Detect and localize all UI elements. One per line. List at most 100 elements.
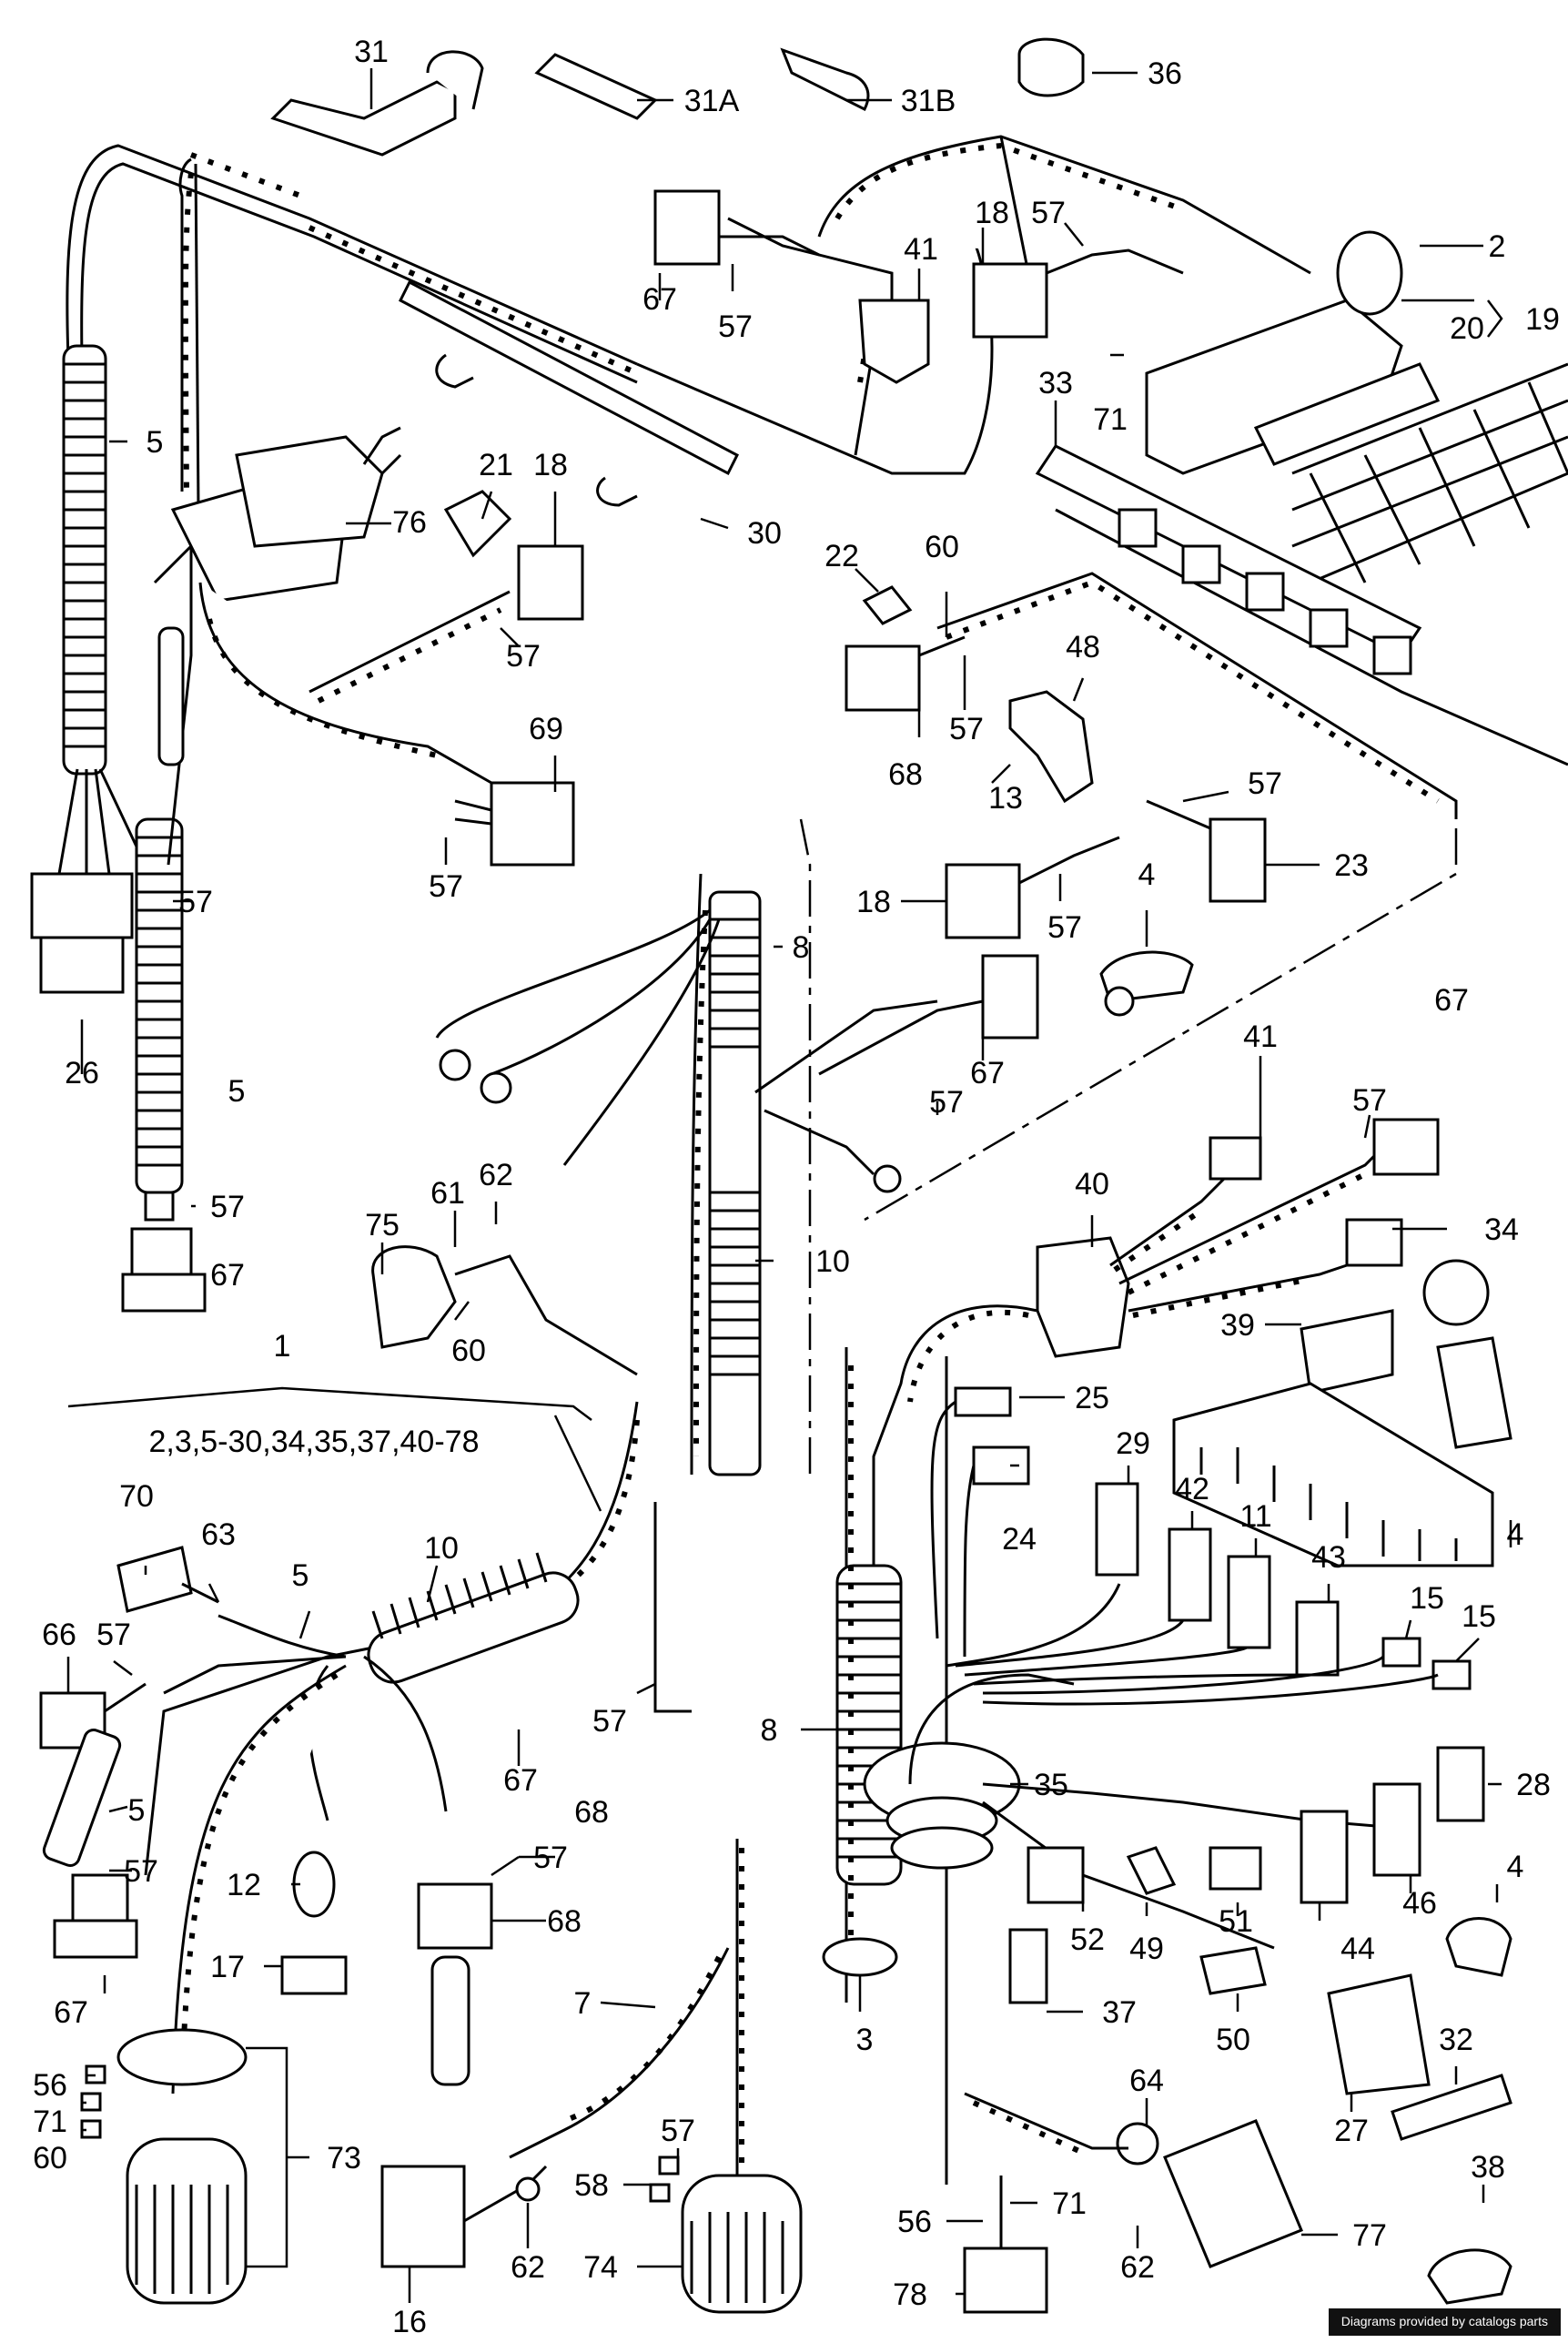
callout-43: 43 — [1311, 1540, 1346, 1575]
callout-19: 19 — [1525, 302, 1560, 337]
callout-70: 70 — [119, 1479, 154, 1514]
callout-73: 73 — [327, 2141, 361, 2176]
callout-42: 42 — [1175, 1472, 1209, 1506]
callout-60-left: 60 — [33, 2141, 67, 2176]
callout-21: 21 — [479, 448, 513, 482]
callout-57-mid3: 57 — [210, 1190, 245, 1224]
callout-4-top: 4 — [1138, 857, 1156, 892]
callout-18-top: 18 — [975, 196, 1009, 230]
callout-22: 22 — [824, 539, 859, 573]
callout-57-74: 57 — [661, 2114, 695, 2148]
callout-10-top: 10 — [815, 1244, 850, 1279]
callout-36: 36 — [1148, 56, 1182, 91]
callout-18-left: 18 — [533, 448, 568, 482]
corrugation-5a — [64, 362, 106, 748]
callout-57-left: 57 — [506, 639, 541, 674]
callout-5-low2: 5 — [128, 1793, 146, 1828]
callout-49: 49 — [1129, 1932, 1164, 1966]
callout-67-lower: 67 — [503, 1763, 538, 1798]
callout-57-26: 57 — [178, 885, 213, 919]
callout-57-mid: 57 — [949, 712, 984, 746]
callout-31: 31 — [354, 35, 389, 69]
callout-57-top2: 57 — [718, 309, 753, 344]
callout-2: 2 — [1489, 229, 1506, 264]
callout-23: 23 — [1334, 848, 1369, 883]
callout-13: 13 — [988, 781, 1023, 816]
center-harness — [371, 818, 1458, 1476]
credit-text: Diagrams provided by catalogs parts — [1340, 2314, 1548, 2328]
callout-30: 30 — [747, 516, 782, 551]
callout-11: 11 — [1239, 1499, 1271, 1534]
callout-41-top: 41 — [904, 232, 938, 267]
credit-badge: Diagrams provided by catalogs parts — [1328, 2308, 1561, 2336]
callout-56-right: 56 — [897, 2205, 932, 2239]
right-middle-harness — [872, 1118, 1512, 1706]
relays-row — [1095, 1482, 1472, 1690]
callout-76: 76 — [392, 505, 427, 540]
callout-18-mid: 18 — [856, 885, 891, 919]
callout-57-41: 57 — [1352, 1083, 1387, 1118]
callout-8-top: 8 — [793, 930, 810, 965]
callout-35: 35 — [1034, 1768, 1068, 1802]
callout-46: 46 — [1402, 1886, 1437, 1921]
callout-60-mid: 60 — [451, 1334, 486, 1368]
group-label: 1 2,3,5-30,34,35,37,40-78 — [67, 1329, 602, 1512]
callout-24: 24 — [1002, 1522, 1037, 1557]
callout-57-67l: 57 — [124, 1854, 158, 1889]
callout-48: 48 — [1066, 630, 1100, 664]
callout-68-low2: 68 — [547, 1904, 582, 1939]
callout-41-mid: 41 — [1243, 1019, 1278, 1054]
callout-57-left2: 57 — [929, 1085, 964, 1120]
callout-5-lower: 5 — [292, 1558, 309, 1593]
callout-60-top: 60 — [925, 530, 959, 564]
callout-3: 3 — [856, 2023, 874, 2057]
callout-57-top: 57 — [1031, 196, 1066, 230]
callout-31A: 31A — [684, 84, 740, 118]
callout-15b: 15 — [1462, 1599, 1496, 1634]
callout-10-lower: 10 — [424, 1531, 459, 1566]
callout-57-69: 57 — [429, 869, 463, 904]
corrugation-10b — [371, 1552, 548, 1639]
callout-64: 64 — [1129, 2064, 1164, 2098]
callout-4-lower: 4 — [1507, 1850, 1524, 1884]
callout-63: 63 — [201, 1517, 236, 1552]
callout-4-mid: 4 — [1507, 1517, 1524, 1552]
callout-77: 77 — [1352, 2218, 1387, 2253]
upper-left-harness — [30, 37, 1085, 1313]
callout-17: 17 — [210, 1950, 245, 1984]
callout-69: 69 — [529, 712, 563, 746]
callout-29: 29 — [1116, 1426, 1150, 1461]
callout-38: 38 — [1471, 2150, 1505, 2185]
callout-74: 74 — [583, 2250, 618, 2285]
callout-67-mid: 67 — [970, 1056, 1005, 1090]
group-range: 2,3,5-30,34,35,37,40-78 — [149, 1425, 480, 1459]
callout-40: 40 — [1075, 1167, 1109, 1202]
lower-left-harness — [39, 1401, 803, 2314]
callout-57-18mid: 57 — [1047, 910, 1082, 945]
callout-25: 25 — [1075, 1381, 1109, 1415]
callout-8-lower: 8 — [761, 1713, 778, 1748]
callout-32: 32 — [1439, 2023, 1473, 2057]
callout-71-top: 71 — [1093, 402, 1128, 437]
callout-68-top: 68 — [888, 757, 923, 792]
ecu-bracket-grid — [1291, 362, 1568, 584]
callout-71-left: 71 — [33, 2105, 67, 2139]
callout-52: 52 — [1070, 1922, 1105, 1957]
callout-57-66: 57 — [96, 1618, 131, 1652]
callout-51: 51 — [1219, 1904, 1253, 1939]
callout-27: 27 — [1334, 2114, 1369, 2148]
callout-61: 61 — [430, 1176, 465, 1211]
relay-bar-slots — [1118, 508, 1412, 675]
callout-57-68: 57 — [533, 1841, 568, 1875]
callout-62-lower: 62 — [511, 2250, 545, 2285]
callout-56-left: 56 — [33, 2068, 67, 2103]
callout-62-top: 62 — [479, 1158, 513, 1192]
callout-20: 20 — [1450, 311, 1484, 346]
callout-62-right: 62 — [1120, 2250, 1155, 2285]
callout-16: 16 — [392, 2305, 427, 2339]
callout-67-top: 67 — [642, 282, 677, 317]
callout-37: 37 — [1102, 1995, 1137, 2030]
callout-57-mid2: 57 — [1248, 766, 1282, 801]
lower-center-harness — [822, 1347, 1512, 2314]
